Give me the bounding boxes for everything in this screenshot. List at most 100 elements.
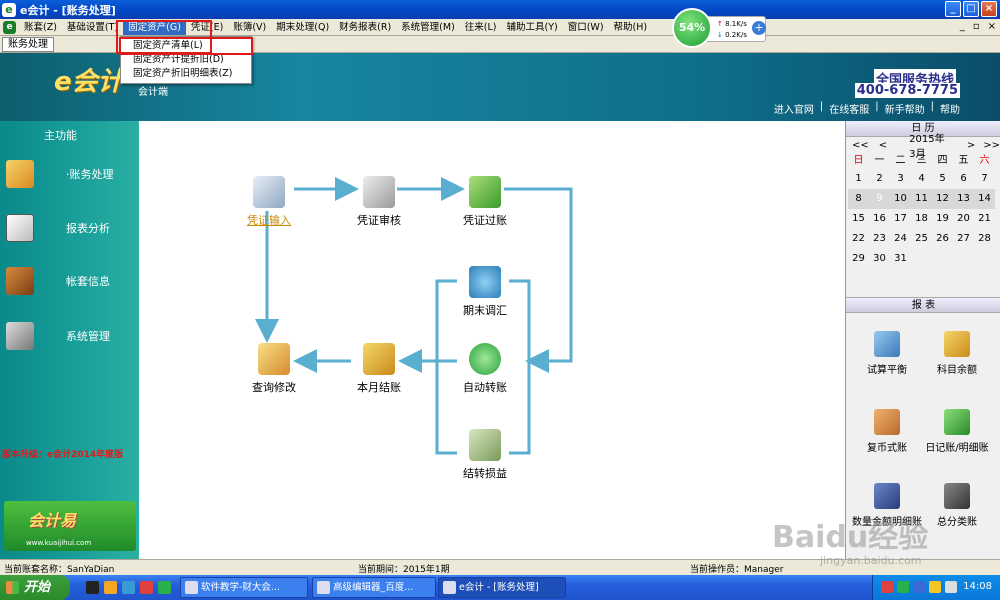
flow-voucher-entry[interactable]: 凭证输入 — [229, 176, 309, 228]
volume-icon[interactable] — [945, 581, 957, 593]
menu-ledger[interactable]: 账簿(V) — [233, 21, 267, 33]
sidebar-item-account-info[interactable]: 帐套信息 — [0, 256, 139, 306]
link-official-site[interactable]: 进入官网 — [773, 105, 814, 116]
network-plus-button[interactable]: + — [752, 21, 766, 35]
dropdown-item-depreciation-detail[interactable]: 固定资产折旧明细表(Z) — [133, 68, 233, 79]
calendar-day[interactable]: 10 — [890, 189, 911, 209]
link-online-support[interactable]: 在线客服 — [829, 105, 870, 116]
mdi-minimize-button[interactable]: _ — [959, 21, 965, 32]
report-multi-currency[interactable]: 复币式账 — [852, 409, 922, 454]
menu-voucher[interactable]: 凭证(E) — [190, 21, 224, 33]
tray-icon[interactable] — [881, 581, 893, 593]
calendar-day[interactable]: 19 — [936, 213, 949, 224]
menu-window[interactable]: 窗口(W) — [567, 21, 604, 33]
calendar-day[interactable]: 16 — [873, 213, 886, 224]
calendar-day[interactable]: 5 — [939, 173, 946, 184]
quicklaunch-icon[interactable] — [140, 581, 153, 594]
calendar-day[interactable]: 26 — [936, 233, 949, 244]
sidebar-item-system-management[interactable]: 系统管理 — [0, 311, 139, 361]
quicklaunch-icon[interactable] — [122, 581, 135, 594]
weekday-label: 六 — [979, 155, 990, 166]
report-trial-balance[interactable]: 试算平衡 — [852, 331, 922, 376]
menu-tools[interactable]: 辅助工具(Y) — [506, 21, 558, 33]
calendar-day[interactable]: 3 — [897, 173, 904, 184]
calendar-day[interactable]: 22 — [852, 233, 865, 244]
menu-system-management[interactable]: 系统管理(M) — [401, 21, 455, 33]
calendar-next-month[interactable]: > — [966, 139, 976, 151]
task-item[interactable]: 高级编辑器_百度... — [312, 577, 436, 598]
flow-voucher-review[interactable]: 凭证审核 — [339, 176, 419, 228]
calendar-day[interactable]: 31 — [894, 253, 907, 264]
sidebar-item-report-analysis[interactable]: 报表分析 — [0, 203, 139, 253]
flow-carry-forward[interactable]: 结转损益 — [445, 429, 525, 481]
flow-voucher-posting[interactable]: 凭证过账 — [445, 176, 525, 228]
menu-fixed-assets[interactable]: 固定资产(G) — [123, 19, 186, 35]
calendar-day[interactable]: 9 — [869, 189, 890, 209]
calendar-day[interactable]: 25 — [915, 233, 928, 244]
sidebar-item-accounting[interactable]: ·账务处理 — [0, 149, 139, 199]
calendar-day[interactable]: 13 — [953, 189, 974, 209]
menu-basic-settings[interactable]: 基础设置(T) — [66, 21, 119, 33]
calendar-day[interactable]: 12 — [932, 189, 953, 209]
calendar-day[interactable]: 27 — [957, 233, 970, 244]
menu-accounts[interactable]: 往来(L) — [464, 21, 497, 33]
report-general-ledger[interactable]: 总分类账 — [922, 483, 992, 528]
minimize-button[interactable]: _ — [945, 1, 961, 17]
mdi-close-button[interactable]: × — [987, 21, 996, 32]
quicklaunch-icon[interactable] — [104, 581, 117, 594]
calendar-prev-month[interactable]: < — [878, 139, 888, 151]
calendar-day[interactable]: 20 — [957, 213, 970, 224]
quicklaunch-icon[interactable] — [86, 581, 99, 594]
tray-icon[interactable] — [929, 581, 941, 593]
dropdown-item-depreciation[interactable]: 固定资产计提折旧(D) — [133, 54, 224, 65]
upgrade-promo[interactable]: 版本升级：e会计2014年度版 — [2, 450, 124, 460]
menu-zhangtao[interactable]: 账套(Z) — [24, 21, 57, 33]
calendar-day[interactable]: 2 — [876, 173, 883, 184]
tray-icon[interactable] — [913, 581, 925, 593]
calendar-day[interactable]: 17 — [894, 213, 907, 224]
calendar-day[interactable]: 29 — [852, 253, 865, 264]
close-button[interactable]: × — [981, 1, 997, 17]
calendar-day[interactable]: 21 — [978, 213, 991, 224]
menu-period-end[interactable]: 期末处理(Q) — [276, 21, 330, 33]
link-help[interactable]: 帮助 — [940, 105, 960, 116]
flow-month-close[interactable]: 本月结账 — [339, 343, 419, 395]
maximize-button[interactable]: □ — [963, 1, 979, 17]
dropdown-item-asset-list[interactable]: 固定资产清单(L) — [119, 37, 253, 55]
window-titlebar[interactable]: e e会计 - [账务处理] _ □ × — [0, 0, 1000, 19]
calendar-day[interactable]: 28 — [978, 233, 991, 244]
tray-icon[interactable] — [897, 581, 909, 593]
calendar-day[interactable]: 11 — [911, 189, 932, 209]
task-item[interactable]: 软件教学-财大会... — [180, 577, 308, 598]
link-beginner-help[interactable]: 新手帮助 — [884, 105, 925, 116]
network-speed-widget[interactable]: ↑ 8.1K/s ↓ 0.2K/s 54% + — [672, 8, 768, 48]
task-item[interactable]: e会计 - [账务处理] — [438, 577, 566, 598]
tab-accounting[interactable]: 账务处理 — [2, 37, 54, 52]
calendar-next-year[interactable]: >> — [983, 139, 1000, 151]
flow-period-exchange[interactable]: 期末调汇 — [445, 266, 525, 318]
quicklaunch-icon[interactable] — [158, 581, 171, 594]
menu-help[interactable]: 帮助(H) — [613, 21, 648, 33]
flow-auto-transfer[interactable]: 自动转账 — [445, 343, 525, 395]
calendar-day[interactable]: 4 — [918, 173, 925, 184]
report-quantity-detail[interactable]: 数量金额明细账 — [852, 483, 922, 528]
brand-badge[interactable]: 会计易 www.kuaijihui.com — [4, 501, 136, 551]
calendar-day[interactable]: 18 — [915, 213, 928, 224]
start-button[interactable]: 开始 — [0, 575, 70, 600]
calendar-day[interactable]: 1 — [855, 173, 862, 184]
calendar-day[interactable]: 7 — [981, 173, 988, 184]
calendar-day[interactable]: 6 — [960, 173, 967, 184]
calendar-day[interactable]: 23 — [873, 233, 886, 244]
report-account-balance[interactable]: 科目余额 — [922, 331, 992, 376]
calendar-day[interactable]: 14 — [974, 189, 995, 209]
menu-app-icon[interactable]: e — [3, 20, 16, 34]
calendar-day[interactable]: 8 — [848, 189, 869, 209]
calendar-day[interactable]: 15 — [852, 213, 865, 224]
calendar-day[interactable]: 24 — [894, 233, 907, 244]
flow-query-modify[interactable]: 查询修改 — [234, 343, 314, 395]
menu-financial-reports[interactable]: 财务报表(R) — [339, 21, 392, 33]
report-journal[interactable]: 日记账/明细账 — [922, 409, 992, 454]
calendar-prev-year[interactable]: << — [852, 139, 869, 151]
mdi-restore-button[interactable]: ▫ — [972, 21, 980, 32]
calendar-day[interactable]: 30 — [873, 253, 886, 264]
